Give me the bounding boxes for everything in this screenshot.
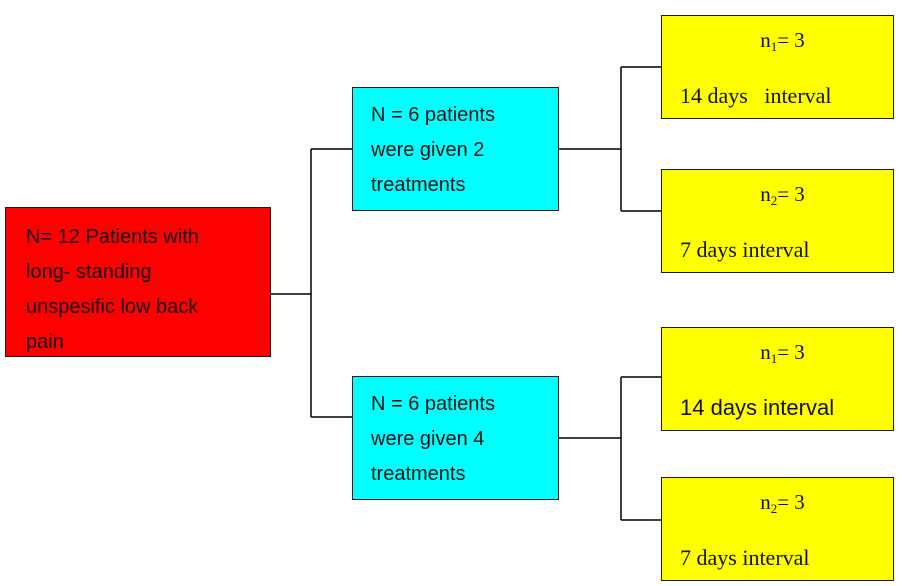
leaf-count-value: = 3 bbox=[777, 490, 805, 514]
leaf-count: n1= 3 bbox=[662, 338, 893, 366]
leaf-count-base: n bbox=[760, 340, 771, 364]
group-2-line-3: treatments bbox=[371, 463, 466, 485]
group-1-line-1: N = 6 patients bbox=[371, 104, 495, 126]
leaf-count-subscript: 1 bbox=[770, 351, 778, 366]
leaf-count: n2= 3 bbox=[662, 488, 893, 516]
leaf-count: n1= 3 bbox=[662, 26, 893, 54]
leaf-count-subscript: 2 bbox=[770, 501, 778, 516]
root-line-3: unspesific low back bbox=[26, 296, 199, 318]
leaf-count-subscript: 1 bbox=[770, 39, 778, 54]
leaf-node-group2-7-days: n2= 3 7 days interval bbox=[661, 477, 894, 581]
leaf-count-value: = 3 bbox=[777, 340, 805, 364]
leaf-interval: 7 days interval bbox=[680, 545, 810, 570]
leaf-node-group2-14-days: n1= 3 14 days interval bbox=[661, 327, 894, 431]
group-1-line-2: were given 2 bbox=[371, 139, 485, 161]
leaf-count-base: n bbox=[760, 28, 771, 52]
leaf-node-group1-14-days: n1= 3 14 days interval bbox=[661, 15, 894, 119]
group-1-line-3: treatments bbox=[371, 174, 466, 196]
leaf-interval: 14 days interval bbox=[680, 395, 835, 420]
leaf-count-base: n bbox=[760, 182, 771, 206]
leaf-interval: 7 days interval bbox=[680, 237, 810, 262]
group-node-4-treatments: N = 6 patients were given 4 treatments bbox=[352, 376, 559, 500]
leaf-interval: 14 days interval bbox=[680, 83, 832, 108]
leaf-count: n2= 3 bbox=[662, 180, 893, 208]
root-node: N= 12 Patients with long- standing unspe… bbox=[5, 207, 271, 357]
leaf-count-value: = 3 bbox=[777, 182, 805, 206]
group-node-2-treatments: N = 6 patients were given 2 treatments bbox=[352, 87, 559, 211]
group-2-line-2: were given 4 bbox=[371, 428, 485, 450]
root-line-2: long- standing bbox=[26, 261, 152, 283]
leaf-count-base: n bbox=[760, 490, 771, 514]
root-line-1: N= 12 Patients with bbox=[26, 226, 199, 248]
leaf-count-value: = 3 bbox=[777, 28, 805, 52]
root-line-4: pain bbox=[26, 331, 64, 353]
leaf-node-group1-7-days: n2= 3 7 days interval bbox=[661, 169, 894, 273]
leaf-count-subscript: 2 bbox=[770, 193, 778, 208]
group-2-line-1: N = 6 patients bbox=[371, 393, 495, 415]
